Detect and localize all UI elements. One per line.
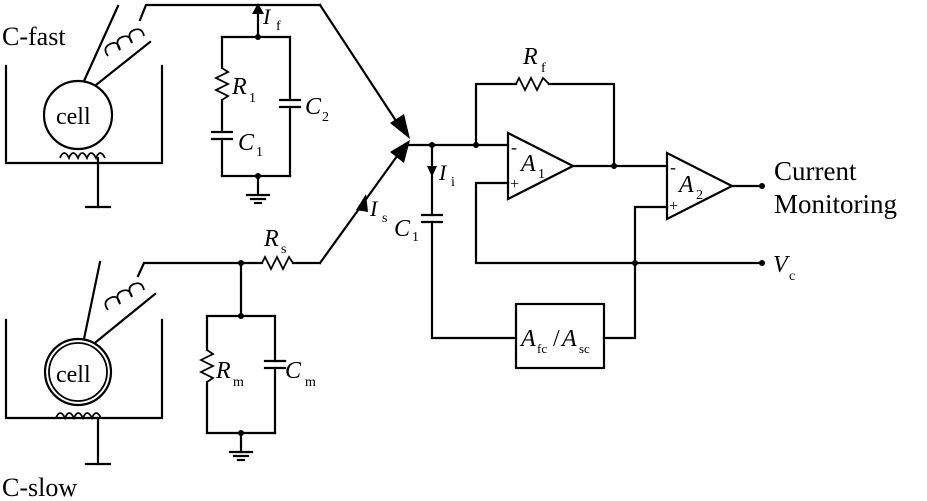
c-slow-cell [43, 337, 113, 407]
c1-subscript: 1 [256, 145, 263, 160]
slow-path-arrow [390, 140, 410, 163]
vc-terminal [759, 260, 765, 266]
c1-symbol: C [238, 130, 255, 156]
c2-subscript: 2 [322, 110, 329, 125]
a2-subscript: 2 [696, 188, 703, 203]
amplifier-section: I i C 1 R f - + A 1 - + A 2 A f [394, 44, 897, 370]
c-slow-coil [104, 282, 145, 311]
c-fast-cell [42, 79, 114, 151]
a1-symbol: A [519, 151, 536, 177]
wire [602, 205, 669, 340]
if-symbol: I [262, 4, 272, 29]
a1-minus: - [511, 137, 517, 157]
junction-dot [238, 313, 244, 319]
junction-dot [255, 34, 261, 40]
output-terminal [759, 183, 765, 189]
r1-subscript: 1 [249, 91, 256, 106]
current-monitoring-label-line1: Current [774, 156, 857, 186]
junction-dot [632, 260, 638, 266]
a2-minus: - [670, 157, 676, 177]
ii-symbol: I [438, 160, 448, 185]
c-slow-section: cell C-slow [2, 260, 246, 501]
c-slow-pipette-line [82, 260, 102, 341]
c-fast-ground-coil [59, 152, 106, 161]
rm-subscript: m [233, 375, 244, 390]
is-symbol: I [369, 196, 379, 221]
rm-resistor [198, 349, 216, 383]
rf-subscript: f [541, 61, 546, 76]
if-arrow [252, 3, 264, 14]
afc-asc-block [514, 302, 606, 370]
r1-resistor [213, 67, 231, 101]
c-slow-wire [136, 261, 246, 278]
c-slow-cell-label: cell [56, 362, 91, 388]
asc-symbol: A [560, 326, 577, 352]
rs-subscript: s [281, 242, 286, 257]
c-slow-ground-coil [55, 412, 102, 421]
vc-wire [474, 181, 762, 265]
ii-subscript: i [451, 175, 455, 190]
c-fast-coil [104, 28, 145, 57]
a2-plus: + [669, 198, 678, 215]
cm-symbol: C [285, 358, 302, 384]
junction-dot [611, 163, 617, 169]
c-fast-cell-label: cell [56, 104, 91, 130]
c1-inj-symbol: C [394, 216, 411, 242]
cm-subscript: m [305, 375, 316, 390]
ii-arrow [427, 166, 437, 177]
c-fast-pipette-line [82, 4, 120, 83]
c-fast-bath [4, 64, 164, 165]
vc-symbol: V [773, 252, 790, 278]
c-slow-cell-inner [48, 342, 108, 402]
c-slow-label: C-slow [2, 473, 77, 501]
c-fast-pipette-line [94, 40, 152, 87]
rf-resistor [515, 75, 550, 93]
fast-path-wire [318, 3, 404, 132]
slow-rc-network: R s R m C m [198, 226, 322, 462]
c-slow-bath [4, 318, 164, 420]
fast-rc-network: I f R 1 C 1 C 2 [210, 3, 329, 205]
c-fast-label: C-fast [2, 22, 66, 51]
is-subscript: s [382, 211, 387, 226]
wire [474, 82, 518, 147]
c-fast-section: C-fast cell [2, 3, 322, 209]
a1-opamp [506, 131, 576, 201]
c-fast-wire [138, 3, 322, 22]
afc-subscript: fc [537, 341, 547, 356]
a2-symbol: A [677, 172, 694, 198]
rs-symbol: R [263, 226, 279, 252]
a1-plus: + [510, 176, 519, 193]
a2-opamp [665, 151, 735, 221]
wire [430, 220, 518, 340]
rf-symbol: R [522, 44, 538, 70]
fast-path-arrow [390, 114, 410, 139]
current-monitoring-label-line2: Monitoring [774, 189, 897, 219]
asc-subscript: sc [579, 341, 590, 356]
c1-inj-subscript: 1 [412, 230, 419, 245]
if-subscript: f [276, 19, 281, 34]
c-slow-pipette-line [94, 292, 157, 344]
a1-subscript: 1 [538, 167, 545, 182]
afc-asc-slash: / [553, 326, 560, 352]
c2-symbol: C [305, 94, 322, 120]
vc-subscript: c [789, 269, 795, 284]
rs-resistor [261, 254, 294, 272]
wire [547, 82, 616, 168]
afc-symbol: A [519, 326, 536, 352]
r1-symbol: R [231, 74, 247, 100]
rm-symbol: R [215, 358, 231, 384]
is-arrow [356, 194, 368, 212]
